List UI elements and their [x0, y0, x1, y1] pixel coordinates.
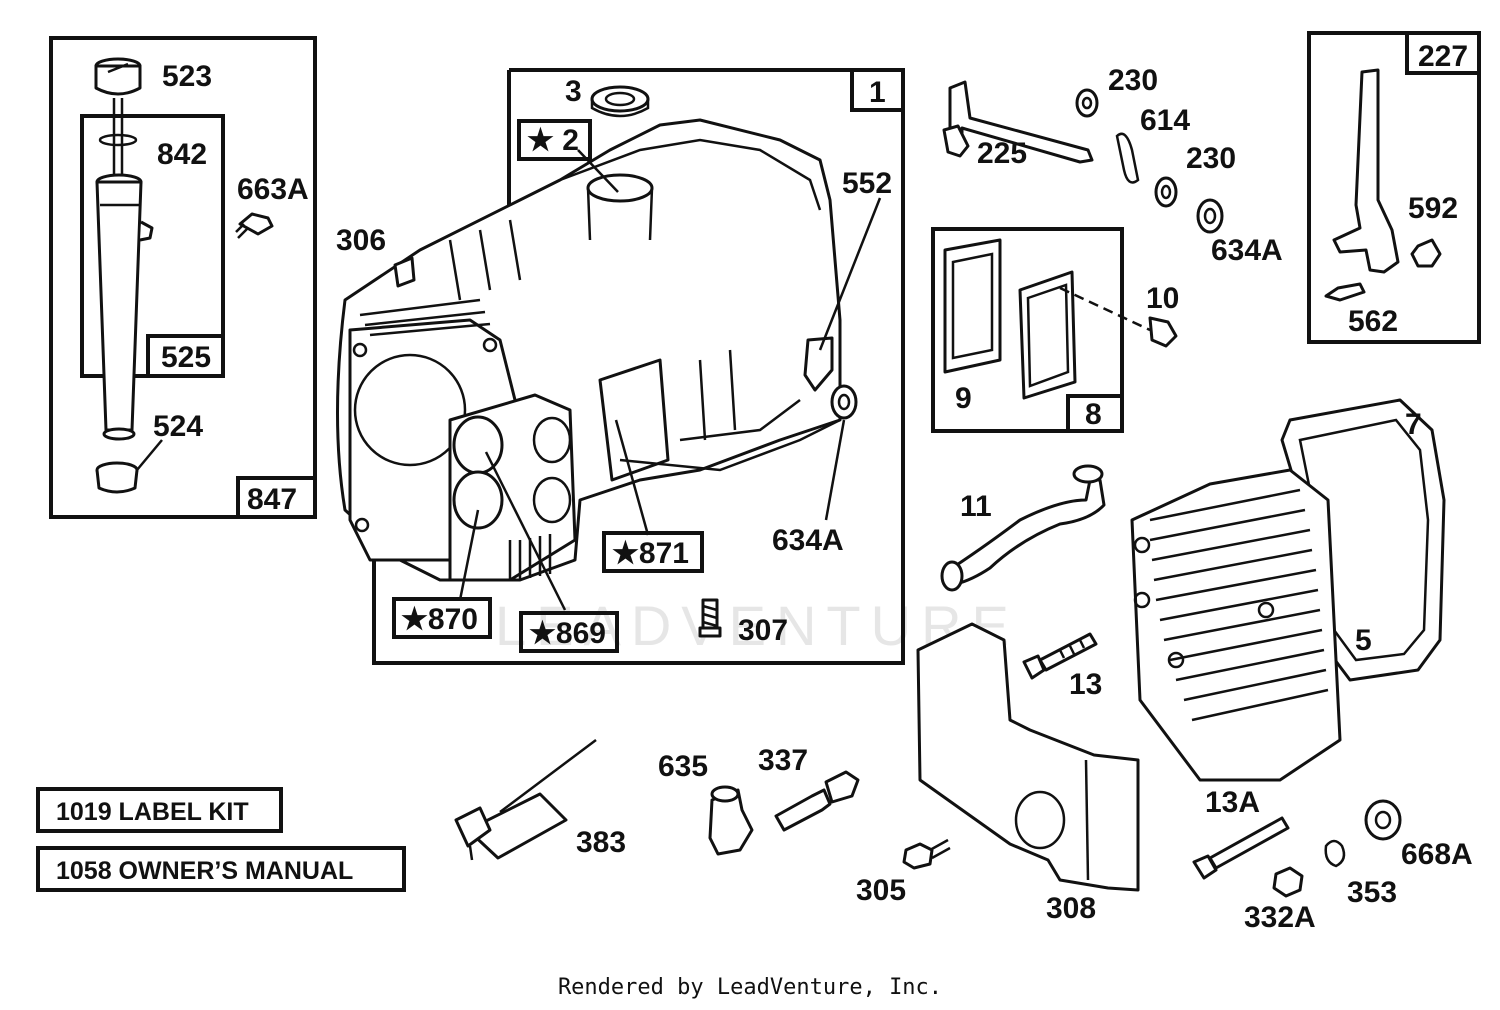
callout-524: 524 [153, 410, 203, 443]
callout-869: ★869 [529, 617, 606, 650]
callout-8: 8 [1085, 398, 1102, 431]
callout-337: 337 [758, 744, 808, 777]
dipstick-assembly[interactable] [49, 36, 317, 519]
breather-tube-and-bolt[interactable] [940, 464, 1106, 680]
callout-308: 308 [1046, 892, 1096, 925]
callout-552: 552 [842, 167, 892, 200]
callout-562: 562 [1348, 305, 1398, 338]
callout-2: ★ 2 [527, 124, 579, 157]
callout-307: 307 [738, 614, 788, 647]
kit-box-847 [49, 36, 317, 519]
callout-230-top: 230 [1108, 64, 1158, 97]
callout-663A: 663A [237, 173, 309, 206]
callout-635: 635 [658, 750, 708, 783]
callout-227: 227 [1418, 40, 1468, 73]
callout-353: 353 [1347, 876, 1397, 909]
governor-lever-assembly[interactable] [1307, 31, 1481, 344]
footer-credit: Rendered by LeadVenture, Inc. [557, 975, 943, 1000]
callout-525: 525 [161, 341, 211, 374]
callout-332A: 332A [1244, 901, 1316, 934]
callout-305: 305 [856, 874, 906, 907]
callout-225: 225 [977, 137, 1027, 170]
callout-11: 11 [960, 490, 992, 523]
callout-668A: 668A [1401, 838, 1473, 871]
head-fasteners[interactable] [1192, 799, 1402, 898]
ignition-parts[interactable] [454, 739, 860, 861]
breather-assembly[interactable] [931, 227, 1178, 433]
callout-383: 383 [576, 826, 626, 859]
kit-box-227 [1307, 31, 1481, 344]
callout-634A-shaft: 634A [1211, 234, 1283, 267]
kit-list: 1019 LABEL KIT 1058 OWNER’S MANUAL [36, 787, 406, 892]
callout-634A-crankcase: 634A [772, 524, 844, 557]
callout-871: ★871 [612, 537, 689, 570]
callout-870: ★870 [401, 603, 478, 636]
owners-manual-text: 1058 OWNER’S MANUAL [56, 857, 353, 885]
callout-592: 592 [1408, 192, 1458, 225]
callout-3: 3 [565, 75, 582, 108]
kit-box-8 [931, 227, 1124, 433]
callout-7: 7 [1405, 408, 1422, 441]
cylinder-assembly[interactable] [336, 68, 905, 665]
callout-230-bottom: 230 [1186, 142, 1236, 175]
callout-847: 847 [247, 483, 297, 516]
callout-523: 523 [162, 60, 212, 93]
air-guide-assembly[interactable] [902, 622, 1140, 892]
callout-13A: 13A [1205, 786, 1260, 819]
kit-box-1 [372, 68, 905, 665]
governor-shaft-parts[interactable] [942, 80, 1224, 234]
callout-306: 306 [336, 224, 386, 257]
callout-1: 1 [869, 76, 886, 109]
callout-10: 10 [1146, 282, 1179, 315]
cylinder-head-parts[interactable] [1130, 398, 1446, 782]
callout-13: 13 [1069, 668, 1102, 701]
callout-5: 5 [1355, 624, 1372, 657]
callout-614: 614 [1140, 104, 1190, 137]
label-kit-text: 1019 LABEL KIT [56, 798, 249, 826]
callout-9: 9 [955, 382, 972, 415]
callout-842: 842 [157, 138, 207, 171]
